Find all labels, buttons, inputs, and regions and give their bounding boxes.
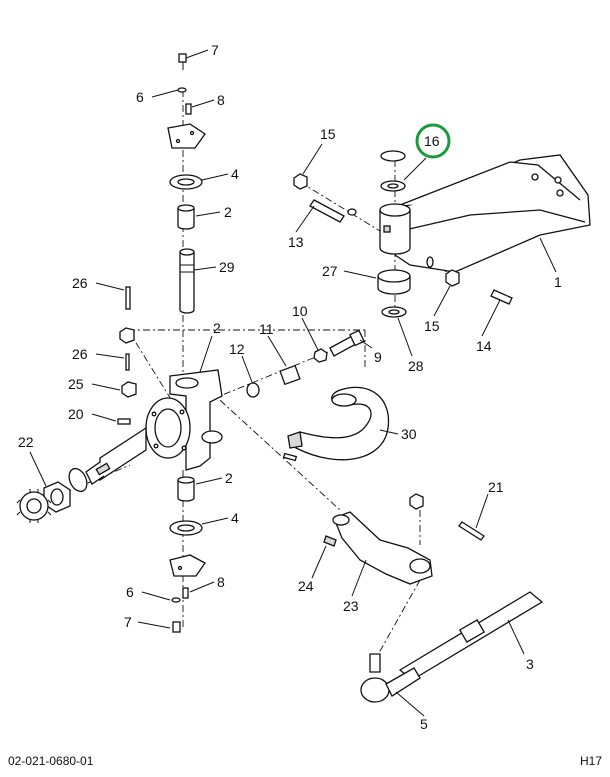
page-code: H17 (579, 754, 602, 768)
callout-6-upper: 6 (136, 89, 144, 105)
callout-2-lower: 2 (225, 470, 233, 486)
bolt-13 (309, 199, 357, 223)
bushing-2-upper (177, 204, 195, 230)
tie-rod-3 (398, 591, 544, 681)
nut-25 (121, 381, 137, 398)
callout-5: 5 (420, 716, 428, 732)
washer-28 (381, 306, 407, 318)
bushing-11 (279, 364, 301, 386)
steering-knuckle (85, 369, 223, 485)
callout-27: 27 (322, 263, 338, 279)
callout-15-lower: 15 (424, 318, 440, 334)
shim-16 (380, 150, 406, 192)
callout-22: 22 (18, 434, 34, 450)
callout-24: 24 (298, 578, 314, 594)
nut-15-lower (426, 256, 460, 287)
callout-26-upper: 26 (72, 275, 88, 291)
callout-2-knuckle: 2 (213, 320, 221, 336)
callout-14: 14 (476, 338, 492, 354)
callout-25: 25 (68, 376, 84, 392)
callout-3: 3 (526, 656, 534, 672)
callout-15-upper: 15 (320, 126, 336, 142)
washer-12 (246, 382, 260, 398)
callout-8-upper: 8 (217, 92, 225, 108)
callout-9: 9 (374, 349, 382, 365)
washer-6-upper (177, 87, 187, 93)
nut-15-upper (293, 173, 308, 190)
callout-23: 23 (343, 598, 359, 614)
callout-20: 20 (68, 406, 84, 422)
king-pin-29 (179, 248, 195, 314)
pitman-arm-23 (332, 511, 433, 585)
callout-26-lower: 26 (72, 346, 88, 362)
pin-20 (117, 418, 131, 425)
callout-4-lower: 4 (231, 510, 239, 526)
callout-13: 13 (288, 234, 304, 250)
drag-link-30 (282, 386, 390, 462)
nut-21 (409, 493, 424, 510)
callout-28: 28 (408, 358, 424, 374)
callout-30: 30 (401, 426, 417, 442)
callout-29: 29 (219, 259, 235, 275)
seal-4-lower (169, 520, 203, 536)
callout-12: 12 (229, 341, 245, 357)
callout-16-highlight-ring (415, 123, 451, 159)
callout-7-upper: 7 (211, 42, 219, 58)
nut-10 (313, 348, 328, 363)
callout-16: 16 (424, 133, 440, 149)
nut-26-lower-assembly (119, 327, 135, 344)
callout-11: 11 (259, 321, 274, 337)
lock-washer-22 (16, 489, 52, 523)
cotter-pin-21 (458, 521, 485, 541)
nut-22-spindle (43, 481, 71, 513)
cap-plate-upper (167, 123, 206, 149)
bolt-7-upper (178, 53, 187, 70)
bolt-7-lower (172, 621, 181, 633)
callout-8-lower: 8 (217, 574, 225, 590)
axle-beam-1 (379, 154, 591, 273)
pin-26-lower (125, 353, 130, 371)
callout-4-upper: 4 (231, 166, 239, 182)
washer-6-lower (171, 597, 181, 603)
callout-1: 1 (554, 274, 562, 290)
callout-labels: 7 6 8 4 2 29 26 2 26 25 20 22 2 4 6 8 7 … (18, 42, 562, 732)
callout-7-lower: 7 (124, 614, 132, 630)
callout-6-lower: 6 (126, 584, 134, 600)
fitting-8-lower (182, 587, 189, 599)
key-24 (323, 535, 337, 547)
callout-21: 21 (488, 479, 504, 495)
spacer-ring-spindle (68, 467, 88, 493)
seal-4-upper (169, 174, 203, 190)
bushing-2-lower (177, 476, 195, 502)
diagram-code: 02-021-0680-01 (8, 754, 94, 768)
callout-leaders (29, 49, 557, 717)
cap-plate-lower (169, 554, 206, 577)
pin-26-upper (125, 286, 131, 310)
tie-rod-end-5 (360, 653, 421, 703)
bearing-27 (377, 269, 411, 295)
callout-2-upper: 2 (224, 204, 232, 220)
fitting-8-upper (185, 103, 192, 115)
callout-10: 10 (292, 303, 308, 319)
bolt-9 (329, 329, 365, 357)
pin-14 (490, 289, 513, 305)
